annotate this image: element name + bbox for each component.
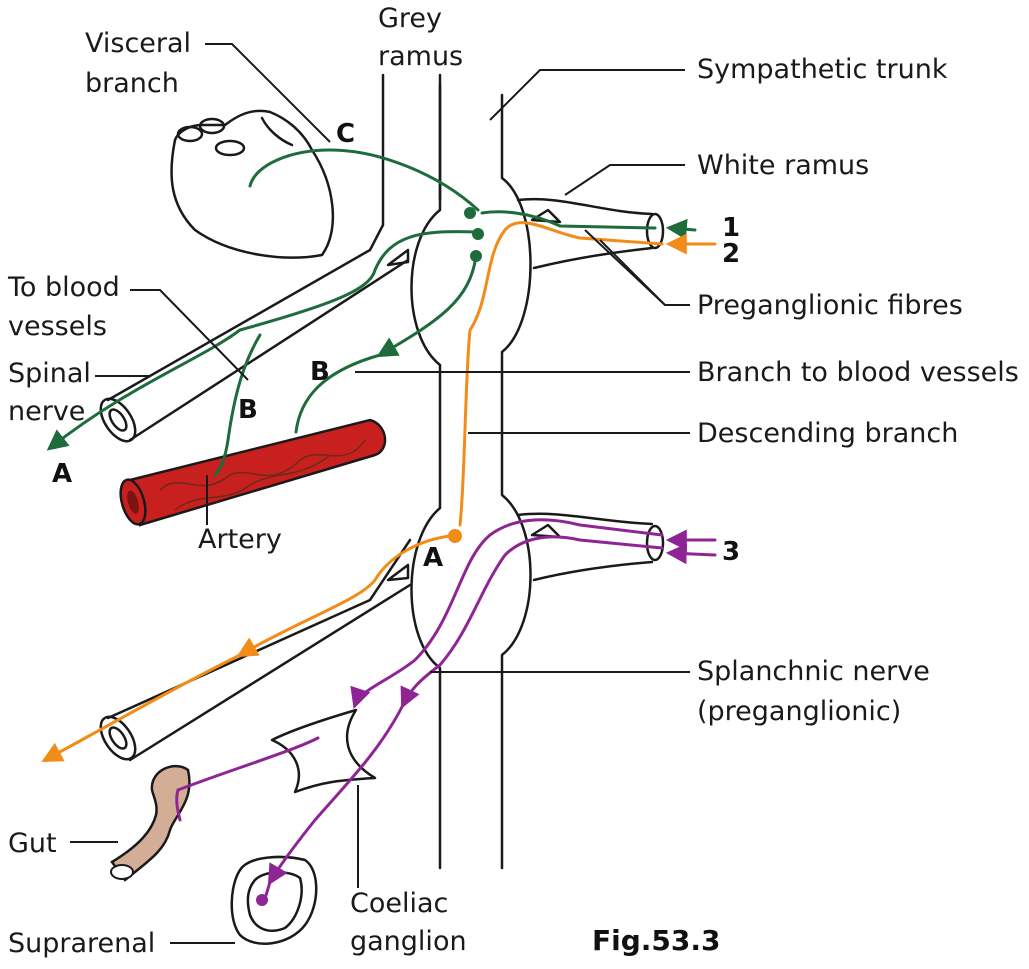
sympathetic-trunk (410, 83, 532, 870)
label-spinal-1: Spinal (8, 358, 91, 389)
suprarenal-organ (230, 855, 318, 945)
label-artery: Artery (198, 524, 282, 555)
leader-lines (70, 43, 690, 944)
lower-white-ramus (516, 512, 665, 582)
label-splanchnic-2: (preganglionic) (697, 696, 901, 727)
marker-a-top: A (52, 459, 72, 489)
coeliac-ganglion (270, 708, 377, 794)
label-visceral-1: Visceral (85, 28, 191, 59)
label-coeliac-2: ganglion (350, 926, 467, 957)
label-grey-2: ramus (378, 41, 463, 72)
green-fibres (46, 148, 697, 477)
upper-white-ramus (516, 197, 665, 270)
label-to-blood-2: vessels (8, 311, 107, 342)
label-suprarenal: Suprarenal (8, 928, 155, 959)
gut-organ (110, 764, 191, 882)
label-spinal-2: nerve (8, 396, 85, 427)
label-grey-1: Grey (378, 3, 442, 34)
figure-caption: Fig.53.3 (592, 924, 721, 957)
label-sympathetic-trunk: Sympathetic trunk (697, 54, 948, 85)
marker-3: 3 (722, 537, 740, 567)
labels: Visceral branch Grey ramus Sympathetic t… (7, 3, 1019, 959)
label-visceral-2: branch (85, 68, 179, 99)
lower-spinal-nerve (99, 538, 412, 762)
label-white-ramus: White ramus (697, 150, 869, 181)
marker-b-left: B (238, 395, 258, 425)
label-splanchnic-1: Splanchnic nerve (697, 656, 930, 687)
label-descending: Descending branch (697, 418, 958, 449)
label-gut: Gut (8, 828, 57, 859)
label-to-blood-1: To blood (7, 272, 120, 303)
label-branch-blood: Branch to blood vessels (697, 357, 1019, 388)
artery (119, 418, 387, 527)
marker-a-mid: A (423, 543, 443, 573)
orange-fibres (41, 221, 717, 762)
marker-1: 1 (722, 213, 740, 243)
label-preganglionic: Preganglionic fibres (697, 290, 963, 321)
marker-2: 2 (722, 239, 740, 269)
markers: A A B B C 1 2 3 (52, 119, 740, 573)
heart-organ (170, 109, 335, 259)
upper-spinal-nerve (99, 73, 442, 443)
label-coeliac-1: Coeliac (350, 888, 448, 919)
purple-fibres (175, 518, 717, 906)
marker-b-right: B (310, 357, 330, 387)
marker-c: C (336, 119, 355, 149)
